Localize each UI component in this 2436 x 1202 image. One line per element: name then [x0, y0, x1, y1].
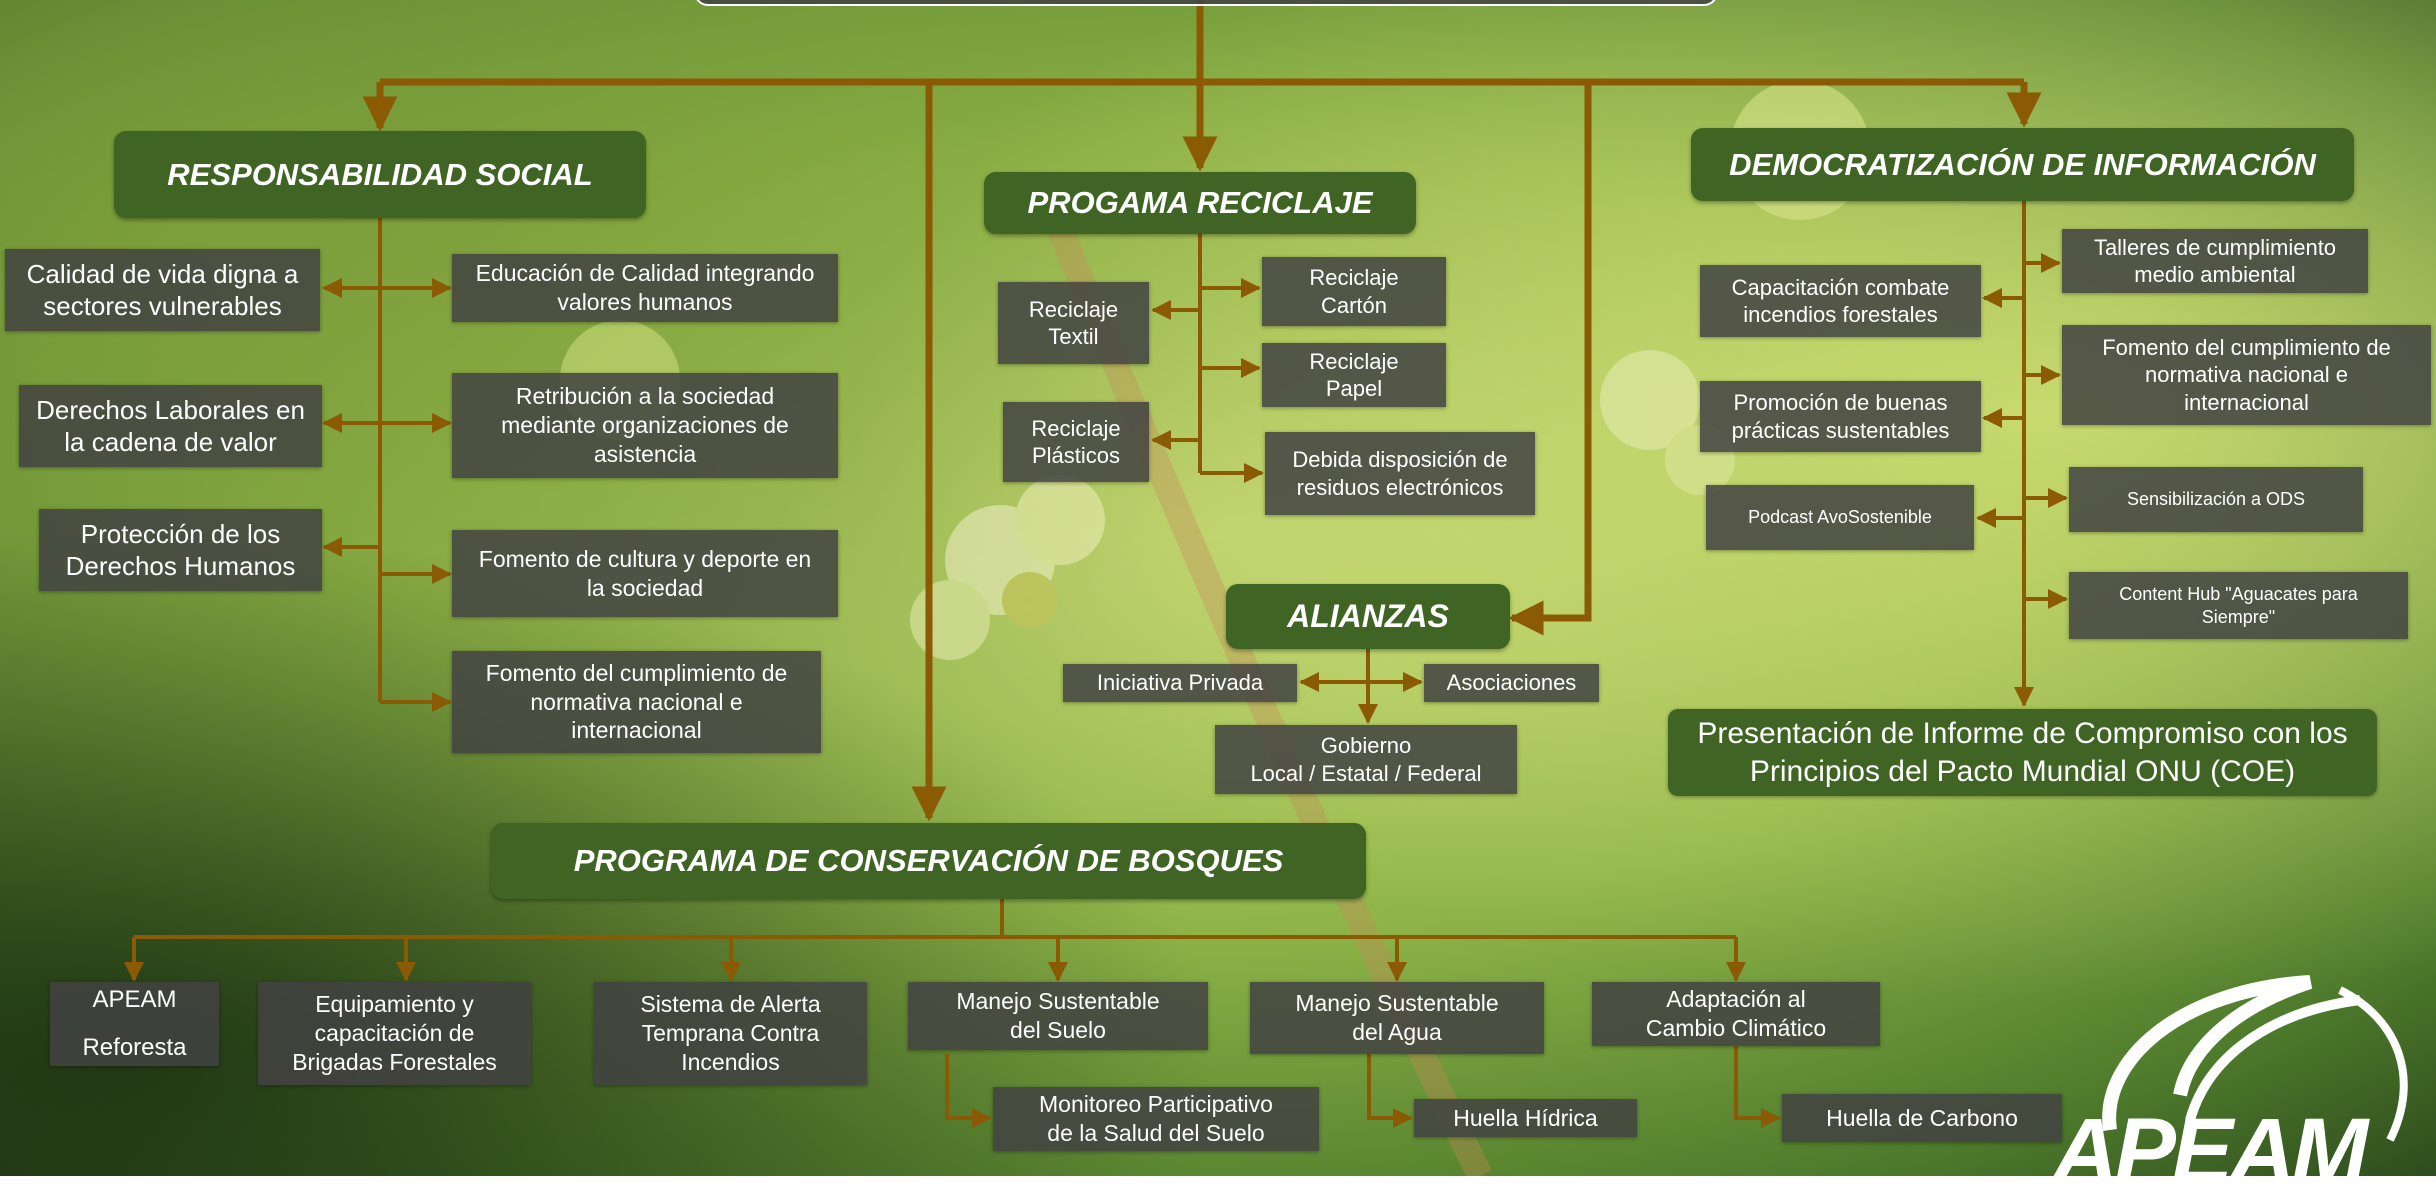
bosques-item: Manejo Sustentable del Agua: [1250, 982, 1544, 1054]
reciclaje-right-item: Reciclaje Cartón: [1262, 257, 1446, 326]
bosques-item: Adaptación al Cambio Climático: [1592, 982, 1880, 1046]
rs-left-item: Protección de los Derechos Humanos: [39, 509, 322, 591]
democratizacion-left-item: Promoción de buenas prácticas sustentabl…: [1700, 381, 1981, 452]
reciclaje-left-item: Reciclaje Textil: [998, 282, 1149, 364]
apeam-logo-mark: [2102, 975, 2408, 1142]
democratizacion-left-item: Capacitación combate incendios forestale…: [1700, 265, 1981, 337]
bosques-item: Manejo Sustentable del Suelo: [908, 982, 1208, 1050]
rs-left-item: Calidad de vida digna a sectores vulnera…: [5, 249, 320, 331]
alianzas-item: Gobierno Local / Estatal / Federal: [1215, 725, 1517, 794]
democratizacion-right-item: Content Hub "Aguacates para Siempre": [2069, 572, 2408, 639]
bosques-item: Equipamiento y capacitación de Brigadas …: [258, 982, 531, 1085]
democratizacion-right-item: Fomento del cumplimiento de normativa na…: [2062, 325, 2431, 425]
democratizacion-right-item: Talleres de cumplimiento medio ambiental: [2062, 229, 2368, 293]
rs-right-item: Retribución a la sociedad mediante organ…: [452, 373, 838, 478]
reciclaje-left-item: Reciclaje Plásticos: [1003, 402, 1149, 482]
bosques-header: PROGRAMA DE CONSERVACIÓN DE BOSQUES: [491, 823, 1366, 899]
alianzas-item: Iniciativa Privada: [1063, 664, 1297, 702]
bosques-item: Sistema de Alerta Temprana Contra Incend…: [594, 982, 867, 1085]
alianzas-header: ALIANZAS: [1226, 584, 1510, 649]
informe-compromiso-box: Presentación de Informe de Compromiso co…: [1668, 709, 2377, 796]
democratizacion-right-item: Sensibilización a ODS: [2069, 467, 2363, 532]
rs-left-item: Derechos Laborales en la cadena de valor: [19, 385, 322, 467]
rs-right-item: Fomento de cultura y deporte en la socie…: [452, 530, 838, 617]
bosques-sub-item: Huella Hídrica: [1414, 1099, 1637, 1137]
democratizacion-left-item: Podcast AvoSostenible: [1706, 485, 1974, 550]
reciclaje-right-item: Reciclaje Papel: [1262, 343, 1446, 407]
rs-right-item: Fomento del cumplimiento de normativa na…: [452, 651, 821, 753]
responsabilidad-social-header: RESPONSABILIDAD SOCIAL: [114, 131, 646, 218]
bosques-item: APEAM Reforesta: [50, 982, 219, 1066]
apeam-logo-text: APEAM: [2052, 1100, 2368, 1202]
bosques-sub-item: Huella de Carbono: [1782, 1094, 2062, 1142]
reciclaje-right-item: Debida disposición de residuos electróni…: [1265, 432, 1535, 515]
rs-right-item: Educación de Calidad integrando valores …: [452, 254, 838, 322]
reciclaje-header: PROGAMA RECICLAJE: [984, 172, 1416, 234]
democratizacion-header: DEMOCRATIZACIÓN DE INFORMACIÓN: [1691, 128, 2354, 201]
top-root-box: [694, 0, 1718, 6]
alianzas-item: Asociaciones: [1424, 664, 1599, 702]
bosques-sub-item: Monitoreo Participativo de la Salud del …: [993, 1087, 1319, 1151]
